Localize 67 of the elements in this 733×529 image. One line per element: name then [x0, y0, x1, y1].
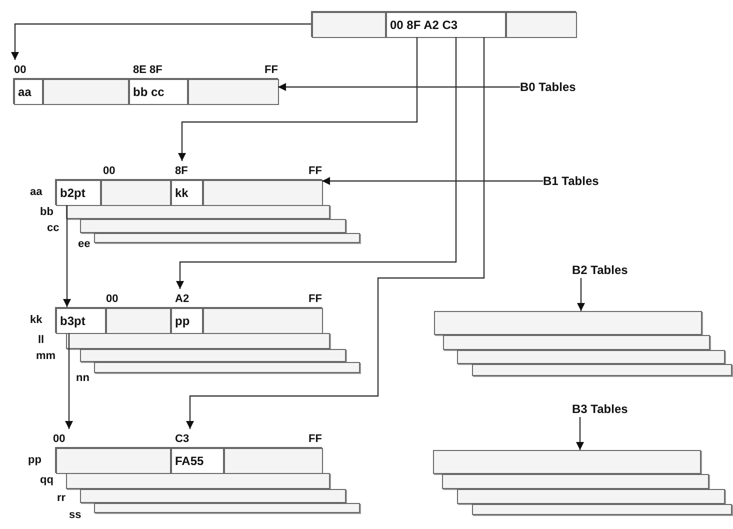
arrow — [65, 333, 73, 429]
table-cell: aa — [14, 79, 43, 105]
table-row — [80, 349, 346, 362]
column-index: 00 — [106, 292, 118, 306]
table-row — [94, 362, 360, 373]
row-index: pp — [28, 454, 42, 467]
table-cell: pp — [171, 308, 203, 334]
row-index: cc — [47, 222, 60, 235]
table-row — [94, 233, 360, 243]
row-index: kk — [30, 314, 42, 327]
row-index: ss — [69, 509, 82, 522]
table-cell: bb cc — [129, 79, 188, 105]
table-row — [434, 311, 702, 335]
arrow — [322, 177, 543, 185]
row-index: ee — [78, 238, 90, 251]
arrow — [176, 37, 457, 289]
table-row — [66, 473, 330, 489]
table-row — [66, 205, 330, 219]
arrow — [178, 37, 418, 161]
column-index: 8E 8F — [133, 63, 162, 77]
table-cell: b2pt — [56, 180, 101, 206]
table-row — [457, 350, 725, 364]
table-cell: kk — [171, 180, 203, 206]
row-index: nn — [76, 372, 90, 385]
row-index: mm — [36, 350, 56, 363]
column-index: FF — [308, 164, 322, 178]
table-row — [94, 503, 360, 513]
arrow — [278, 83, 520, 91]
table-row — [472, 504, 732, 515]
table-row — [472, 364, 732, 376]
column-index: 00 — [14, 63, 26, 77]
table-group-label: B1 Tables — [543, 173, 599, 189]
arrow — [11, 23, 311, 60]
row-index: aa — [30, 186, 42, 199]
column-index: 8F — [175, 164, 188, 178]
table-cell — [506, 12, 577, 38]
column-index: C3 — [175, 432, 190, 446]
table-group-label: B0 Tables — [520, 79, 576, 95]
table-group-label: B2 Tables — [572, 262, 628, 278]
column-index: 00 — [103, 164, 116, 178]
table-cell: b3pt — [56, 308, 106, 334]
table-row — [433, 450, 701, 474]
column-index: FF — [308, 432, 322, 446]
arrow — [577, 278, 585, 311]
arrow — [186, 37, 485, 429]
row-index: ll — [38, 334, 44, 347]
table-row — [66, 333, 330, 349]
column-index: FF — [264, 63, 278, 77]
row-index: rr — [57, 492, 66, 505]
table-row — [80, 489, 346, 503]
table-cell: FA55 — [171, 448, 224, 474]
table-cell — [312, 12, 386, 38]
column-index: 00 — [53, 432, 66, 446]
table-group-label: B3 Tables — [572, 401, 628, 417]
arrow — [63, 205, 71, 307]
row-index: bb — [40, 206, 54, 219]
table-row — [442, 474, 709, 489]
table-row — [457, 489, 725, 504]
table-row — [443, 335, 710, 350]
table-row — [311, 11, 576, 37]
row-index: qq — [40, 474, 54, 487]
column-index: A2 — [175, 292, 190, 306]
arrow — [576, 417, 584, 450]
table-cell: 00 8F A2 C3 — [386, 12, 506, 38]
table-row — [80, 219, 346, 233]
column-index: FF — [308, 292, 322, 306]
table-cell — [43, 79, 129, 105]
